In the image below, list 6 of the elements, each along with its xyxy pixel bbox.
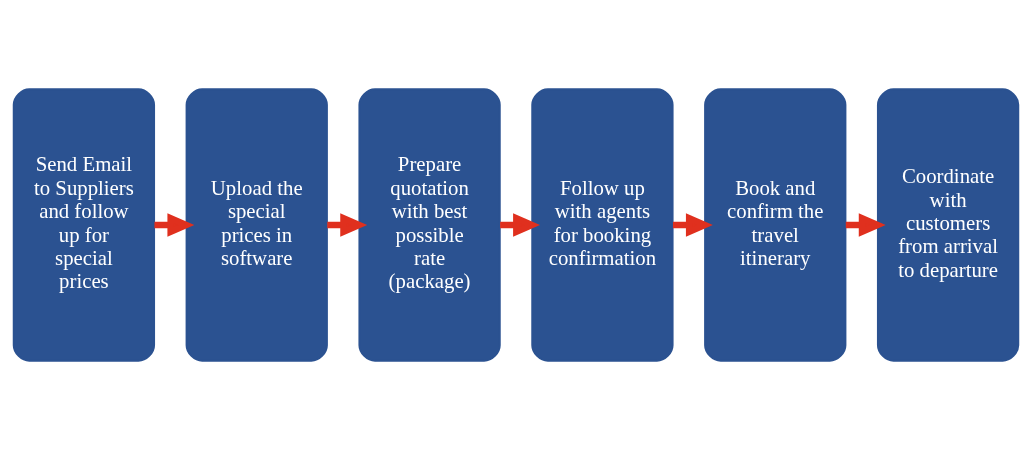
node-box: Follow up with agents for booking confirmation [531, 88, 674, 362]
node-box: Prepare quotation with best possible rate (package) [358, 88, 501, 362]
node-box: Upload the special prices in software [185, 88, 328, 362]
node-box: Coordinate with customers from arrival to departure [876, 88, 1020, 362]
node-box: Book and confirm the travel itinerary [704, 88, 847, 362]
node-box: Send Email to Suppliers and follow up for special prices [12, 88, 156, 362]
